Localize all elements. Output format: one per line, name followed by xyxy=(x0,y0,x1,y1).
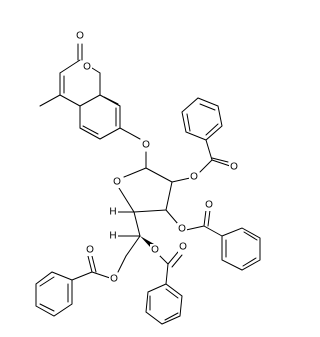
benzoyl-5 xyxy=(145,251,183,325)
ester-6-oxygen-label: O xyxy=(110,274,118,285)
c5-side-chain xyxy=(117,211,154,257)
c5-hydrogen-label: H xyxy=(109,231,116,242)
ester-3-oxygen-label: O xyxy=(178,224,186,235)
ester-3-carbonyl-oxygen-label: O xyxy=(205,200,213,211)
benzoyl-2 xyxy=(171,97,231,183)
ester-6-carbonyl-oxygen-label: O xyxy=(86,245,94,256)
furanose-ring xyxy=(118,167,173,213)
benzoyl-3 xyxy=(165,209,261,271)
ester-5-oxygen-label: O xyxy=(151,245,159,256)
chemical-structure-diagram: O O O O O O O O O O O O H H xyxy=(35,30,261,325)
lactone-ring-oxygen-label: O xyxy=(83,62,91,73)
atom-labels: O O O O O O O O O O O O H H xyxy=(75,30,239,285)
furanose-oxygen-label: O xyxy=(113,177,121,188)
lactone-carbonyl-oxygen-label: O xyxy=(76,31,84,42)
ester-5-carbonyl-oxygen-label: O xyxy=(179,242,187,253)
c4-hydrogen-label: H xyxy=(109,207,116,218)
glycosidic-oxygen-label: O xyxy=(142,140,150,151)
benzoyl-6 xyxy=(35,255,127,317)
ester-2-carbonyl-oxygen-label: O xyxy=(230,162,238,173)
coumarin-moiety xyxy=(39,43,141,140)
ester-2-oxygen-label: O xyxy=(190,172,198,183)
